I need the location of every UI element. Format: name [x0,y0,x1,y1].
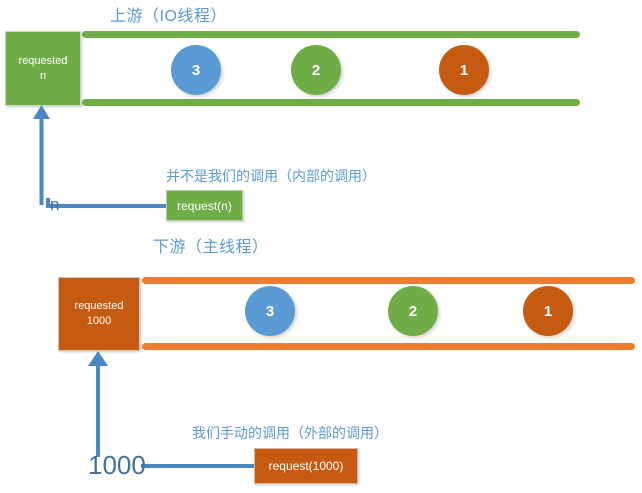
upstream-item-1-label: 1 [459,61,469,79]
downstream-item-3: 3 [245,286,295,336]
downstream-requested-label: requested [74,300,124,312]
upstream-item-2-label: 2 [311,61,321,79]
upstream-request-call-box: request(n) [166,190,243,221]
upstream-item-1: 1 [439,45,489,95]
upstream-requested-value: n [39,69,47,82]
upstream-rail-bottom [82,99,580,106]
downstream-connector-value: 1000 [88,450,146,480]
upstream-requested-box: requested n [5,31,81,106]
downstream-item-2-label: 2 [408,302,418,320]
upstream-annotation: 并不是我们的调用（内部的调用） [166,168,376,184]
downstream-annotation: 我们手动的调用（外部的调用） [192,425,388,441]
upstream-item-3: 3 [171,45,221,95]
downstream-request-call-box: request(1000) [254,448,358,484]
upstream-connector-value: n [50,195,60,214]
downstream-item-1-label: 1 [543,302,553,320]
upstream-requested-label: requested [18,54,68,67]
downstream-rail-top [142,277,635,284]
downstream-rail-bottom [142,343,635,350]
downstream-title: 下游（主线程） [153,239,269,256]
downstream-requested-value: 1000 [86,315,112,327]
upstream-rail-top [82,31,580,38]
upstream-item-2: 2 [291,45,341,95]
upstream-item-3-label: 3 [191,61,201,79]
downstream-requested-box: requested 1000 [58,277,140,351]
downstream-item-2: 2 [388,286,438,336]
upstream-title: 上游（IO线程） [110,8,227,25]
downstream-item-3-label: 3 [265,302,275,320]
downstream-item-1: 1 [523,286,573,336]
